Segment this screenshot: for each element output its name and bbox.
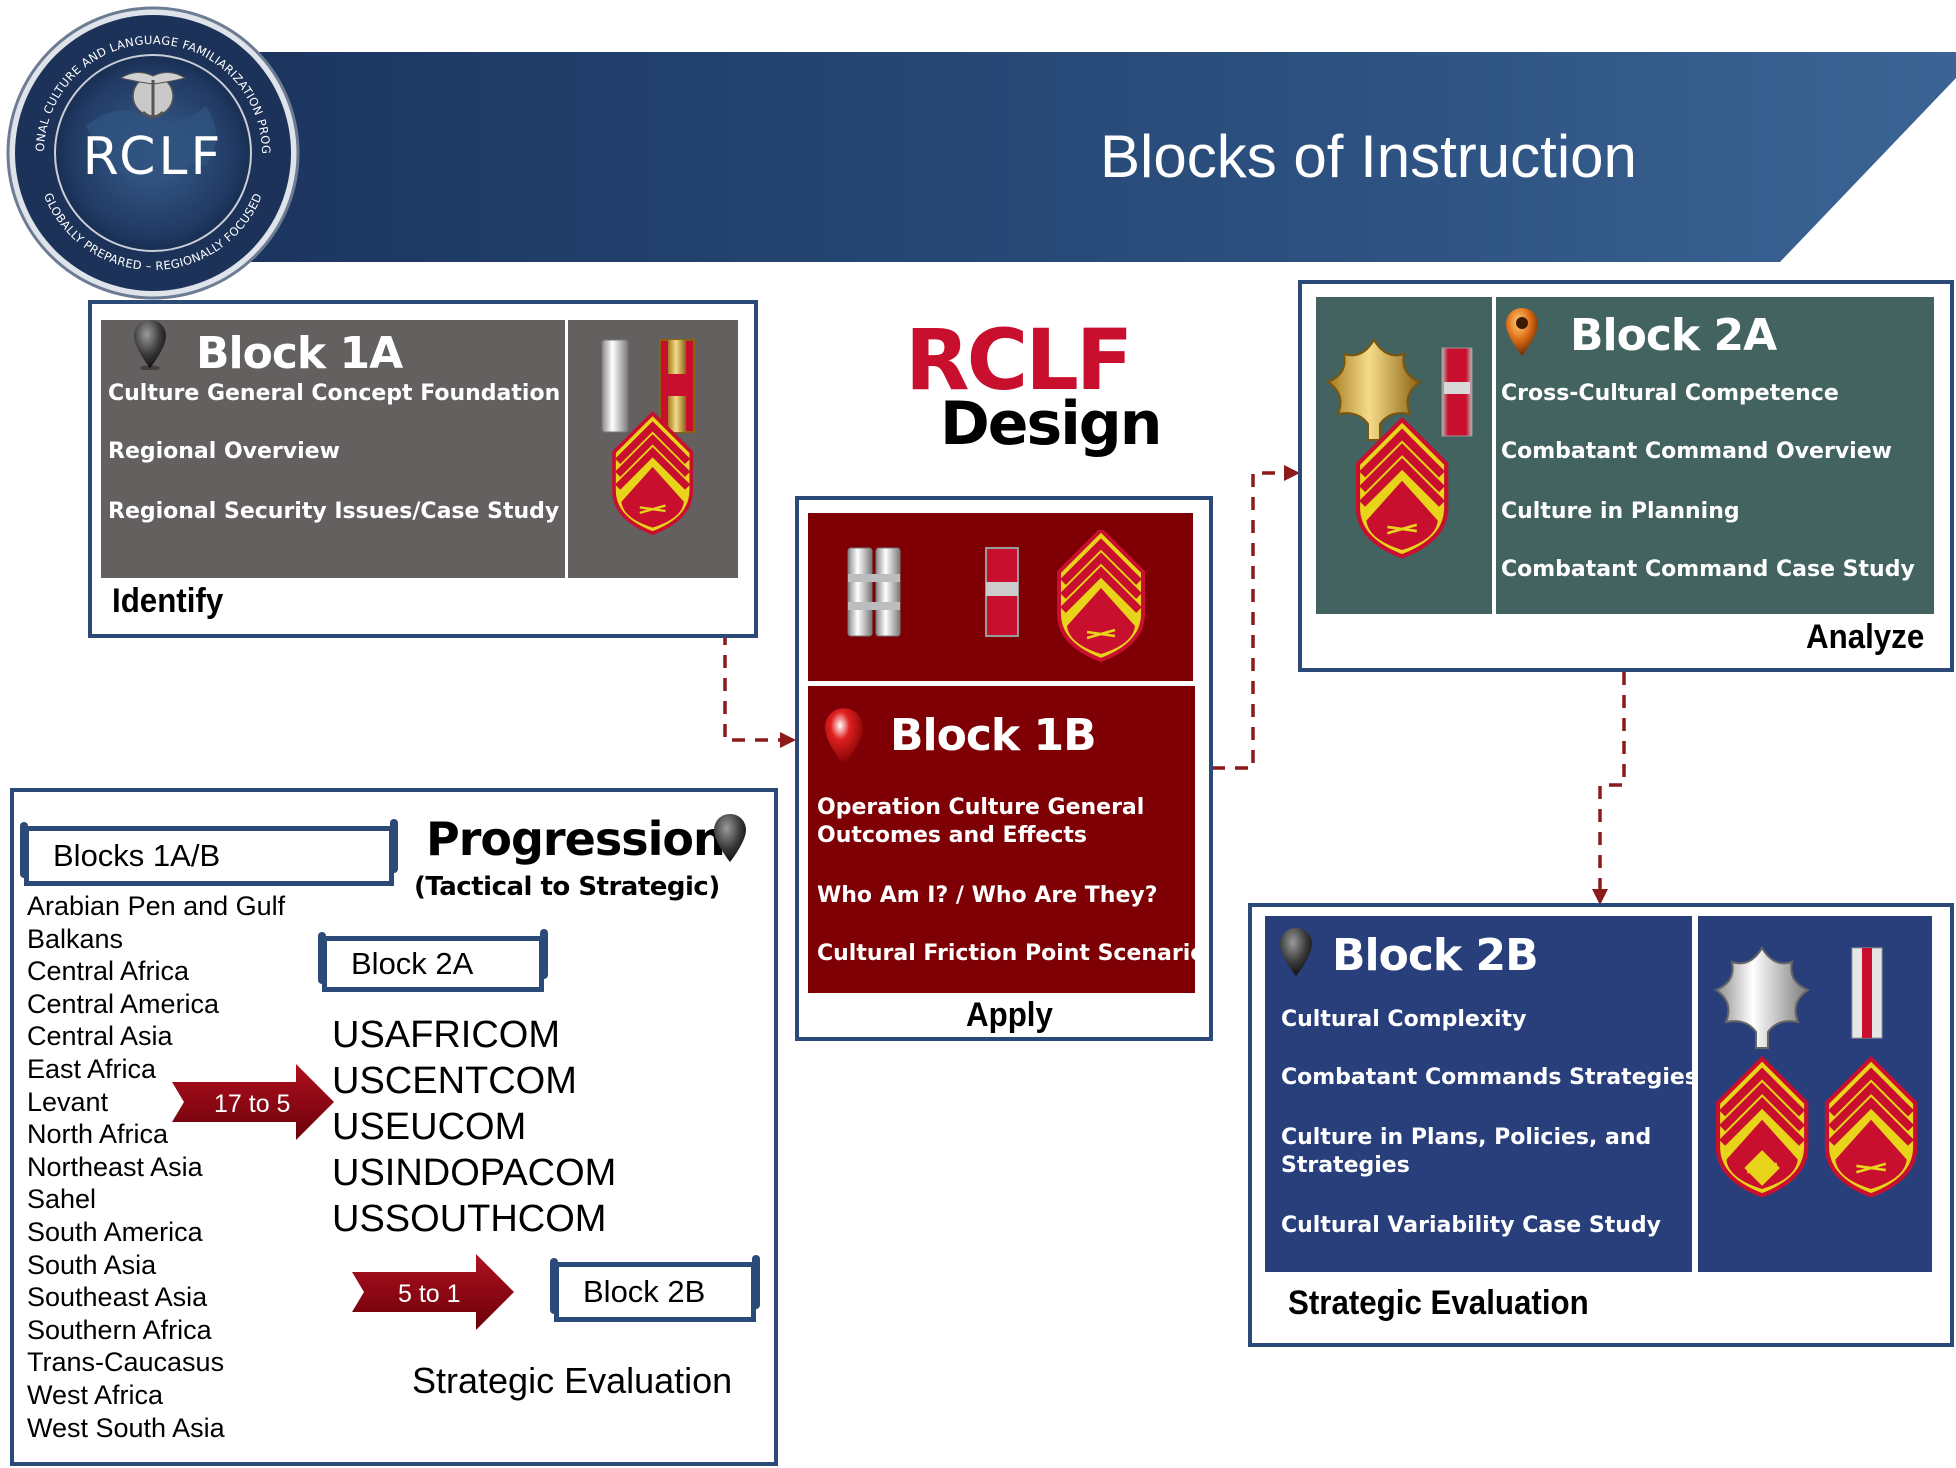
list-item: South America <box>27 1216 203 1247</box>
location-pin-icon <box>714 814 746 862</box>
list-item: West South Asia <box>27 1412 225 1443</box>
list-item: South Asia <box>27 1249 157 1280</box>
list-item: Southern Africa <box>27 1314 212 1345</box>
list-item: USCENTCOM <box>332 1060 577 1102</box>
block-1b-item: Cultural Friction Point Scenario <box>817 941 1206 966</box>
block-1a-item: Regional Overview <box>108 439 340 464</box>
block-2b-item: Cultural Complexity <box>1281 1007 1527 1032</box>
location-pin-icon <box>1506 308 1538 356</box>
eagle-globe-anchor-icon <box>119 72 187 119</box>
block-1a-title: Block 1A <box>196 328 403 379</box>
block-1b-title: Block 1B <box>890 710 1097 761</box>
page-title: Blocks of Instruction <box>1100 123 1637 190</box>
arrowhead-1b <box>780 732 796 748</box>
list-item: USEUCOM <box>332 1106 527 1148</box>
block-2b-item: Cultural Variability Case Study <box>1281 1213 1661 1238</box>
block-2b-stage: Strategic Evaluation <box>1288 1284 1589 1322</box>
block-2a-item: Combatant Command Case Study <box>1501 557 1915 582</box>
block-1a-item: Culture General Concept Foundation <box>108 381 561 406</box>
design-heading-line1: RCLF <box>905 311 1133 409</box>
block-1a-panel <box>101 320 565 578</box>
list-item: Trans-Caucasus <box>27 1347 225 1378</box>
block-2b-scroll-label: Block 2B <box>550 1255 760 1322</box>
officer-stripe-icon <box>985 547 1019 637</box>
rclf-logo-seal: REGIONAL CULTURE AND LANGUAGE FAMILIARIZ… <box>6 6 300 300</box>
list-item: Sahel <box>27 1184 97 1215</box>
blocks-1ab-label: Blocks 1A/B <box>53 838 221 873</box>
block-1b-panel <box>808 686 1195 993</box>
list-item: East Africa <box>27 1053 157 1084</box>
block-2b-panel <box>1265 916 1692 1272</box>
progression-title: Progression <box>426 812 726 866</box>
block-2a-title: Block 2A <box>1570 310 1777 361</box>
sergeant-chevron-icon <box>1827 1059 1915 1196</box>
list-item: Levant <box>27 1086 109 1117</box>
sergeant-chevron-icon <box>1718 1059 1806 1196</box>
block-2b-item: Combatant Commands Strategies <box>1281 1065 1698 1090</box>
block-2b-title: Block 2B <box>1332 930 1539 981</box>
arrowhead-2b <box>1592 889 1608 905</box>
list-item: Southeast Asia <box>27 1282 208 1313</box>
major-oak-leaf-icon <box>1326 338 1423 441</box>
progression-subtitle: (Tactical to Strategic) <box>414 872 720 902</box>
list-item: USAFRICOM <box>332 1014 560 1056</box>
block-1a-rank-insignia <box>601 339 695 544</box>
officer-stripe-icon <box>1441 347 1473 437</box>
block-2b-label: Block 2B <box>583 1274 706 1309</box>
location-pin-icon <box>824 708 864 766</box>
block-2a-item: Culture in Planning <box>1501 499 1740 524</box>
block-2b-item: Culture in Plans, Policies, and Strategi… <box>1281 1125 1652 1178</box>
list-item: Balkans <box>27 923 124 954</box>
blocks-1ab-scroll-label: Blocks 1A/B <box>20 819 398 886</box>
officer-stripe-icon <box>659 339 695 433</box>
list-item: Central Asia <box>27 1021 173 1052</box>
sergeant-chevron-icon <box>1059 530 1143 660</box>
command-list: USAFRICOM USCENTCOM USEUCOM USINDOPACOM … <box>332 1012 616 1242</box>
progression-frame <box>10 788 778 1466</box>
header-banner <box>240 52 1956 262</box>
block-1b-item: Operation Culture General Outcomes and E… <box>817 795 1145 848</box>
list-item: USINDOPACOM <box>332 1152 617 1194</box>
list-item: Central Africa <box>27 956 190 987</box>
logo-acronym: RCLF <box>83 127 224 187</box>
list-item: West Africa <box>27 1379 164 1410</box>
arrow-5-to-1-label: 5 to 1 <box>398 1280 461 1308</box>
block-1b-rank-insignia <box>847 530 1166 670</box>
block-2a-item: Cross-Cultural Competence <box>1501 381 1839 406</box>
region-list: Arabian Pen and Gulf Balkans Central Afr… <box>27 890 285 1444</box>
list-item: North Africa <box>27 1119 169 1150</box>
connector-1b-to-2a <box>1212 471 1290 770</box>
captain-bars-icon <box>847 547 901 637</box>
block-1b-item: Who Am I? / Who Are They? <box>817 883 1158 908</box>
block-2a-panel <box>1496 297 1934 614</box>
list-item: Central America <box>27 988 220 1019</box>
second-lieutenant-bar-icon <box>601 339 629 433</box>
arrow-17-to-5-label: 17 to 5 <box>214 1090 291 1118</box>
block-2a-label: Block 2A <box>351 946 474 981</box>
block-1a-stage: Identify <box>112 582 224 620</box>
location-pin-icon <box>134 320 166 370</box>
block-2b-rank-insignia <box>1712 946 1922 1240</box>
final-stage-label: Strategic Evaluation <box>412 1360 733 1401</box>
connector-2a-to-2b <box>1598 672 1626 893</box>
connector-1a-to-1b <box>658 628 785 742</box>
arrow-5-to-1 <box>352 1254 514 1330</box>
arrow-17-to-5 <box>172 1064 334 1140</box>
block-2a-stage: Analyze <box>1806 618 1925 656</box>
arrowhead-2a <box>1284 465 1300 481</box>
block-2a-rank-insignia <box>1326 338 1473 596</box>
officer-stripe-icon <box>1851 947 1883 1039</box>
block-1b-stage: Apply <box>966 996 1053 1034</box>
list-item: Northeast Asia <box>27 1151 203 1182</box>
block-2a-scroll-label: Block 2A <box>318 929 548 992</box>
location-pin-icon <box>1280 928 1312 976</box>
design-heading-line2: Design <box>940 389 1162 459</box>
lieutenant-colonel-oak-leaf-icon <box>1713 946 1811 1049</box>
list-item: USSOUTHCOM <box>332 1198 607 1240</box>
block-2a-item: Combatant Command Overview <box>1501 439 1892 464</box>
list-item: Arabian Pen and Gulf <box>27 891 286 921</box>
block-1a-item: Regional Security Issues/Case Study <box>108 499 560 524</box>
